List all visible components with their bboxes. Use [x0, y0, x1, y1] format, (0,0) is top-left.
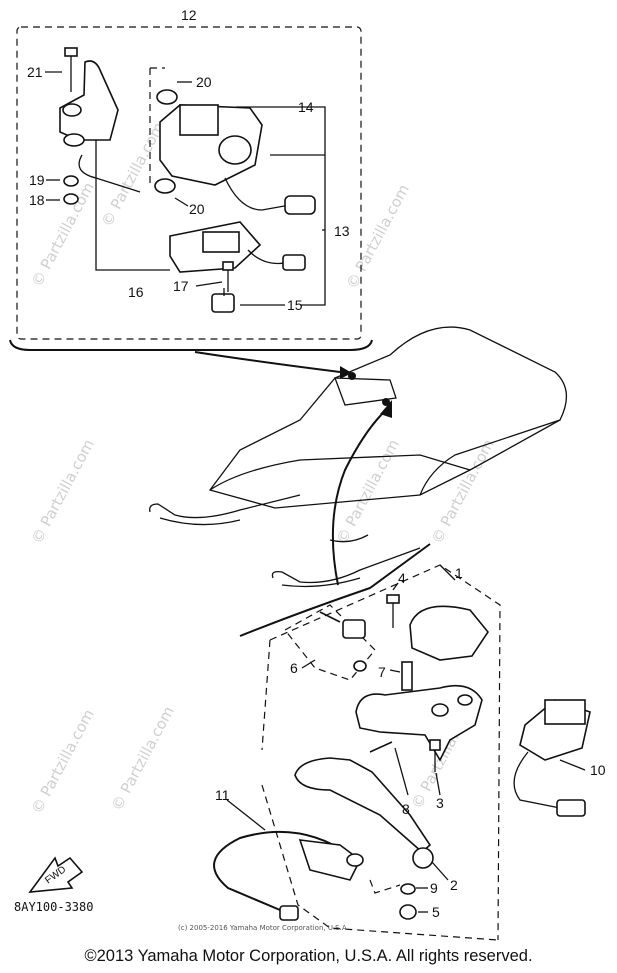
callouts: 12 21 20 14 19 18 20 13 17 16 15 4 1 6 7… [27, 7, 606, 920]
leader-8 [394, 747, 409, 796]
pointer-arrow-bottom [331, 409, 387, 586]
brake-lever [294, 757, 432, 854]
washer-9 [400, 883, 416, 895]
detail-box-12 [9, 26, 373, 379]
callout-17: 17 [173, 278, 189, 294]
bolt-15 [211, 288, 235, 313]
arrowhead-top [340, 366, 352, 379]
watermark-3: © Partzilla.com [343, 181, 413, 292]
bracket-hole-1 [431, 703, 449, 717]
diagram-code: 8AY100-3380 [14, 900, 93, 914]
washer-19 [63, 175, 79, 187]
callout-20-bottom: 20 [189, 201, 205, 217]
detail-box-bracket [9, 339, 373, 351]
callout-20-top: 20 [196, 74, 212, 90]
nut-6 [353, 660, 367, 672]
leader-3 [435, 772, 441, 796]
arrowhead-bottom [380, 400, 392, 418]
leader-17 [195, 281, 223, 287]
block-6 [342, 619, 366, 639]
callout-12: 12 [181, 7, 197, 23]
leader-20b [174, 197, 189, 207]
small-copyright: (c) 2005-2016 Yamaha Motor Corporation, … [178, 924, 349, 932]
copyright-notice: ©2013 Yamaha Motor Corporation, U.S.A. A… [84, 947, 533, 965]
callout-15: 15 [287, 297, 303, 313]
callout-4: 4 [398, 570, 406, 586]
seat-panel [334, 377, 397, 406]
watermark-9: © Partzilla.com [108, 703, 178, 814]
screw-3 [429, 739, 441, 772]
nut-5 [399, 904, 417, 920]
mount-point-2 [382, 398, 390, 406]
seat-body-line [209, 454, 471, 491]
bracket-2-9 [369, 879, 401, 894]
cable-11 [213, 830, 364, 921]
leader-11 [226, 799, 266, 831]
pointer-arrow-top [194, 351, 341, 373]
callout-13: 13 [334, 223, 350, 239]
fwd-arrow-icon: FWD [28, 856, 84, 893]
screw-6 [319, 611, 341, 623]
collar-7 [401, 661, 413, 691]
bracket-12 [149, 67, 165, 185]
callout-2: 2 [450, 877, 458, 893]
unit-14 [159, 104, 316, 215]
leader-6 [301, 659, 316, 669]
assembly-bracket [239, 543, 431, 637]
lower-assembly [213, 564, 591, 941]
lever-ball [412, 847, 434, 869]
seat-outline [208, 326, 567, 509]
watermark-6: © Partzilla.com [28, 706, 98, 817]
leader-1 [439, 564, 456, 581]
bracket-hole-2 [457, 694, 473, 706]
callout-7: 7 [378, 664, 386, 680]
ski-right [271, 547, 421, 588]
callout-10: 10 [590, 762, 606, 778]
screw-8 [369, 741, 393, 753]
grommet-20-top [156, 89, 178, 105]
detail-box-border [16, 26, 362, 340]
callout-16: 16 [128, 284, 144, 300]
callout-5: 5 [432, 904, 440, 920]
bolt-21 [64, 47, 78, 92]
plate-16 [169, 221, 306, 273]
assembly-1-outline [261, 564, 501, 941]
switch-10 [513, 699, 591, 817]
callout-3: 3 [436, 795, 444, 811]
snowmobile [149, 326, 567, 588]
mount-point-1 [348, 372, 356, 380]
callout-21: 21 [27, 64, 43, 80]
leader-4 [392, 582, 399, 591]
callout-18: 18 [29, 192, 45, 208]
lever-bracket [355, 684, 483, 762]
bracket-13-14-15 [236, 106, 326, 306]
grommet-20-bottom [154, 178, 176, 194]
ski-left [149, 494, 301, 526]
washer-18 [63, 193, 79, 205]
leader-10 [559, 759, 586, 771]
callout-14: 14 [298, 99, 314, 115]
bracket-16 [95, 140, 170, 271]
screw-17 [222, 261, 234, 292]
callout-8: 8 [402, 801, 410, 817]
leader-2 [431, 861, 449, 881]
lever-cover [409, 605, 489, 661]
leader-7 [389, 669, 401, 673]
screw-4 [386, 594, 400, 628]
callout-9: 9 [430, 880, 438, 896]
bracket [59, 60, 141, 193]
callout-19: 19 [29, 172, 45, 188]
callout-1: 1 [455, 565, 463, 581]
seat-lower [419, 419, 561, 496]
watermark-4: © Partzilla.com [333, 436, 403, 547]
watermark-5: © Partzilla.com [28, 436, 98, 547]
callout-11: 11 [215, 787, 230, 803]
callout-6: 6 [290, 660, 298, 676]
